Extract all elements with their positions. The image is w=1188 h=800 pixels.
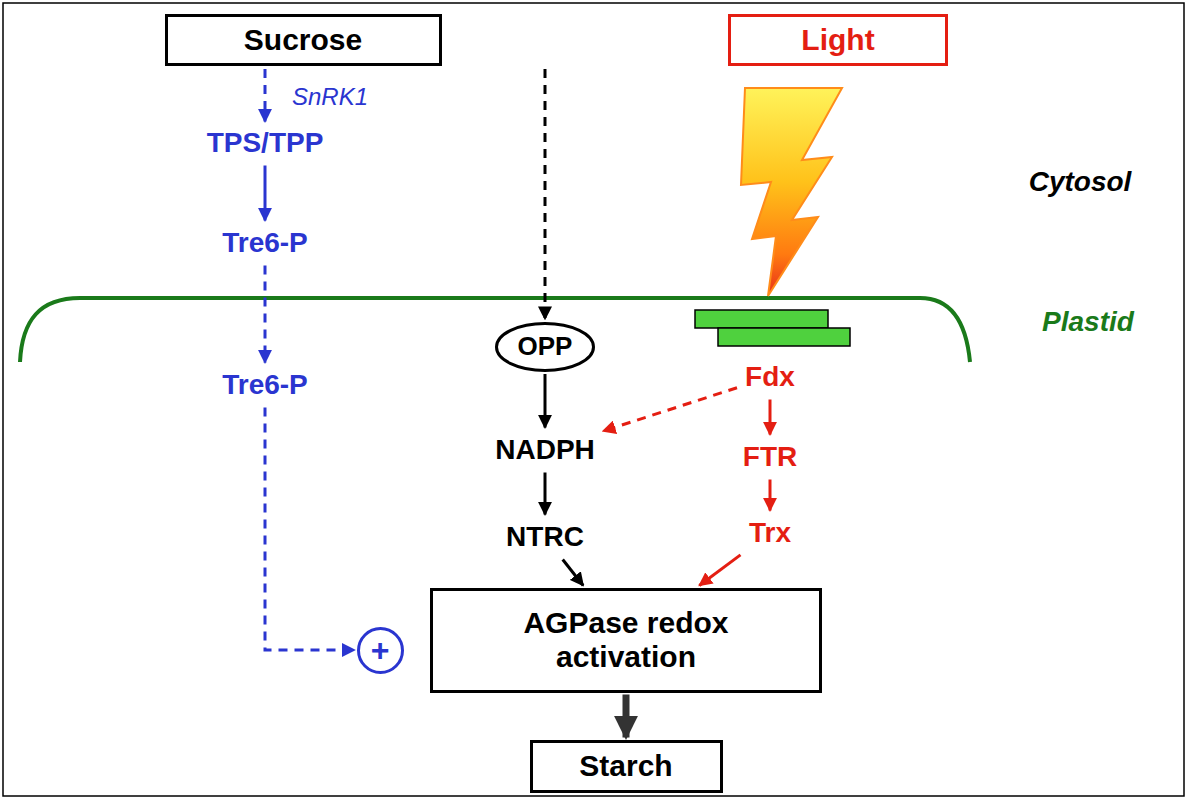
- protein-label: Fdx: [742, 360, 798, 395]
- connector: [769, 480, 772, 511]
- node-text: NTRC: [506, 521, 584, 553]
- node-text: OPP: [518, 332, 573, 362]
- connector: [769, 400, 772, 435]
- connector: [544, 473, 547, 515]
- metabolite-label: NADPH: [492, 433, 598, 468]
- connector: [699, 555, 740, 586]
- node-text: +: [371, 632, 390, 669]
- outline: [497, 324, 594, 371]
- thylakoid: [695, 310, 828, 328]
- lightning-bolt: [741, 88, 842, 296]
- node-text: Tre6-P: [222, 369, 308, 401]
- metabolite-label: Tre6-P: [219, 368, 311, 403]
- connector: [603, 388, 737, 431]
- process-box: AGPase redox activation: [430, 588, 822, 693]
- plastid-membrane: [20, 298, 970, 362]
- node-text: Tre6-P: [222, 227, 308, 259]
- node-text: Trx: [749, 517, 791, 549]
- frame: [3, 3, 1184, 796]
- enzyme-label: NTRC: [503, 520, 587, 555]
- connector: [264, 166, 267, 221]
- plus-circle: +: [357, 627, 404, 674]
- connector: [544, 374, 547, 428]
- node-text: Starch: [579, 749, 672, 784]
- protein-label: Trx: [746, 516, 795, 551]
- node-text: TPS/TPP: [207, 127, 324, 159]
- metabolite-label: Tre6-P: [219, 226, 311, 261]
- signal-box: Light: [728, 14, 948, 66]
- node-text: AGPase redox activation: [491, 606, 761, 675]
- node-text: NADPH: [495, 434, 595, 466]
- source-box: Sucrose: [165, 14, 442, 66]
- product-box: Starch: [530, 740, 723, 793]
- node-text: Sucrose: [244, 23, 362, 58]
- connector: [544, 69, 547, 319]
- edge-label: SnRK1: [292, 83, 368, 111]
- node-text: Light: [801, 23, 874, 58]
- connector: [623, 695, 630, 738]
- node-text: Fdx: [745, 361, 795, 393]
- connector: [264, 266, 267, 363]
- outline: [358, 628, 402, 672]
- thylakoid: [718, 328, 850, 346]
- compartment-label: Plastid: [1042, 306, 1134, 338]
- connector: [264, 69, 267, 122]
- node-text: FTR: [743, 441, 797, 473]
- connector: [265, 408, 355, 651]
- enzyme-label: FTR: [740, 440, 801, 475]
- pathway-oval: OPP: [495, 322, 595, 372]
- enzyme-label: TPS/TPP: [204, 126, 327, 161]
- connector: [563, 560, 583, 586]
- compartment-label: Cytosol: [1029, 166, 1132, 198]
